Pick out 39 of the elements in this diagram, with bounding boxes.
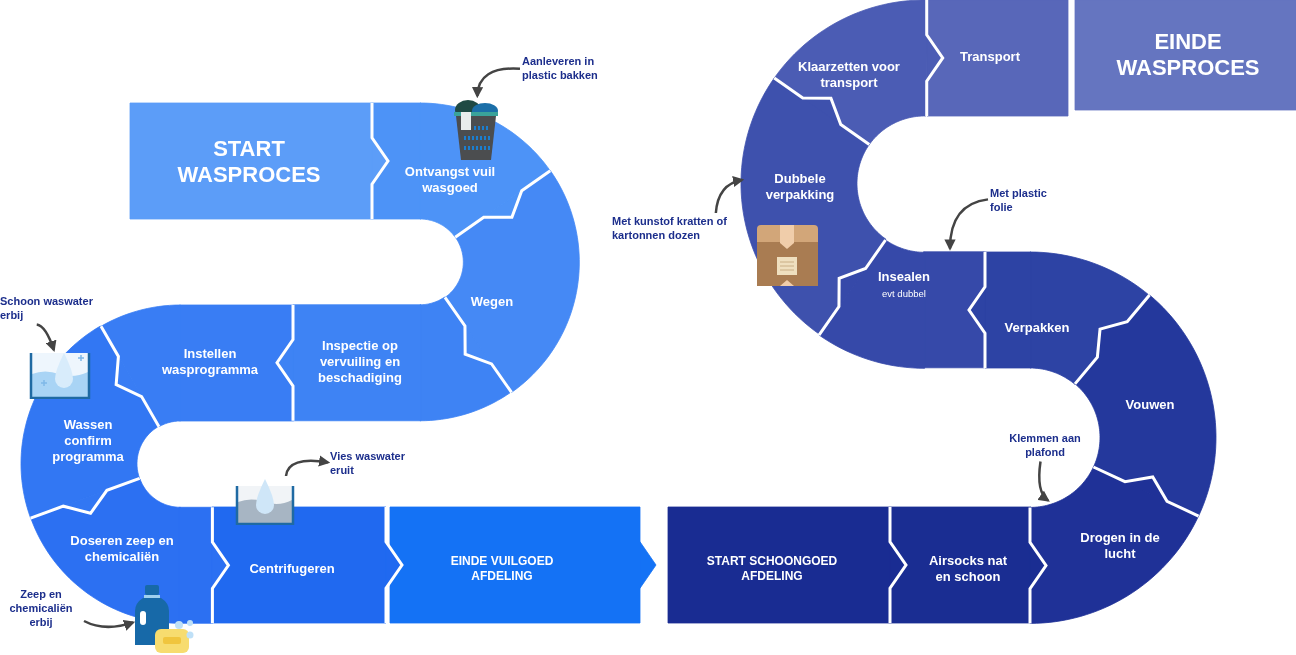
step-label: Airsocks nat en schoon: [927, 552, 1008, 586]
curved-arrow: [36, 323, 57, 353]
step-label: Doseren zeep en chemicaliën: [69, 532, 175, 566]
step-label: Verpakken: [1004, 319, 1070, 337]
step-label: Inspectie op vervuiling en beschadiging: [317, 337, 403, 387]
water-basin-icon: [235, 478, 295, 525]
step-label: Klaarzetten voor transport: [797, 58, 901, 92]
step-label: Drogen in de lucht: [1079, 529, 1161, 563]
annotation-text: Schoon waswater erbij: [0, 295, 105, 323]
curved-arrow: [83, 619, 136, 631]
step-label: START SCHOONGOED AFDELING: [705, 554, 839, 584]
step-label: Dubbele verpakking: [764, 170, 836, 204]
step-label: Transport: [960, 48, 1020, 66]
cardboard-box-icon: [757, 225, 818, 286]
annotation-text: Met plastic folie: [990, 187, 1060, 215]
step-label: EINDE VUILGOED AFDELING: [449, 554, 555, 584]
annotation-text: Met kunstof kratten of kartonnen dozen: [612, 215, 730, 243]
step-note: evt dubbel: [882, 288, 926, 301]
step-label: Insealen: [877, 269, 930, 286]
annotation-text: Vies waswater eruit: [330, 450, 420, 478]
step-label: Instellen wasprogramma: [160, 345, 260, 379]
curved-arrow: [714, 176, 745, 214]
step-label: START WASPROCES: [176, 135, 322, 189]
step-label: Wassen confirm programma: [51, 416, 125, 466]
step-label: Centrifugeren: [249, 560, 335, 578]
curved-arrow: [284, 455, 331, 477]
annotation-text: Zeep en chemicaliën erbij: [0, 588, 82, 630]
step-label: Vouwen: [1125, 396, 1175, 414]
annotation-text: Klemmen aan plafond: [1000, 432, 1090, 460]
step-label: EINDE WASPROCES: [1115, 28, 1261, 82]
curved-arrow: [1037, 461, 1050, 502]
curved-arrow: [472, 67, 521, 99]
step-label: Ontvangst vuil wasgoed: [403, 163, 497, 197]
laundry-basket-icon: [452, 98, 498, 160]
detergent-bottle-icon: [135, 585, 195, 653]
water-basin-icon: [29, 352, 91, 399]
annotation-text: Aanleveren in plastic bakken: [522, 55, 617, 83]
step-label: Wegen: [470, 293, 514, 311]
curved-arrow: [944, 198, 989, 251]
